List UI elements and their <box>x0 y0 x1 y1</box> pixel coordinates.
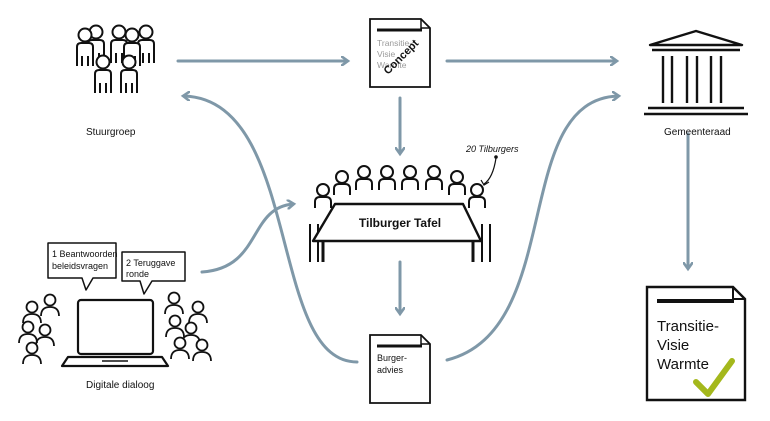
bubble-1-line-2: beleidsvragen <box>52 261 108 271</box>
concept-document-icon: Transitie- Visie Warmte Concept <box>369 18 431 88</box>
digitale-dialoog-label: Digitale dialoog <box>86 380 155 391</box>
arrow-digitale-to-tafel <box>200 204 293 274</box>
burgeradvies-line-2: advies <box>377 365 404 375</box>
bubble-2-line-1: 2 Teruggave <box>126 258 175 268</box>
concept-doc-line-2: Visie <box>377 49 396 59</box>
digitale-dialoog-icon: 1 Beantwoorden beleidsvragen 2 Teruggave… <box>18 242 212 368</box>
tafel-annotation: 20 Tilburgers <box>465 144 519 154</box>
concept-doc-line-3: Warmte <box>377 60 407 70</box>
stuurgroep-people-icon <box>76 24 155 94</box>
gemeenteraad-label: Gemeenteraad <box>664 127 731 138</box>
final-doc-line-2: Visie <box>657 337 689 354</box>
arrows <box>176 61 688 364</box>
tilburger-tafel-icon <box>309 155 498 262</box>
checkmark-icon <box>693 358 735 397</box>
tafel-label: Tilburger Tafel <box>359 216 441 230</box>
stuurgroep-label: Stuurgroep <box>86 127 136 138</box>
final-doc-line-3: Warmte <box>657 356 709 373</box>
gemeenteraad-building-icon <box>644 29 748 116</box>
final-doc-line-1: Transitie- <box>657 318 719 335</box>
concept-doc-line-1: Transitie- <box>377 38 412 48</box>
final-document-icon: Transitie- Visie Warmte <box>645 285 747 402</box>
arrow-burgeradvies-to-gemeenteraad <box>445 96 618 362</box>
bubble-2-line-2: ronde <box>126 269 149 279</box>
burgeradvies-document-icon: Burger- advies <box>369 334 431 404</box>
burgeradvies-line-1: Burger- <box>377 353 407 363</box>
bubble-1-line-1: 1 Beantwoorden <box>52 249 118 259</box>
arrow-burgeradvies-to-stuurgroep <box>184 96 359 364</box>
